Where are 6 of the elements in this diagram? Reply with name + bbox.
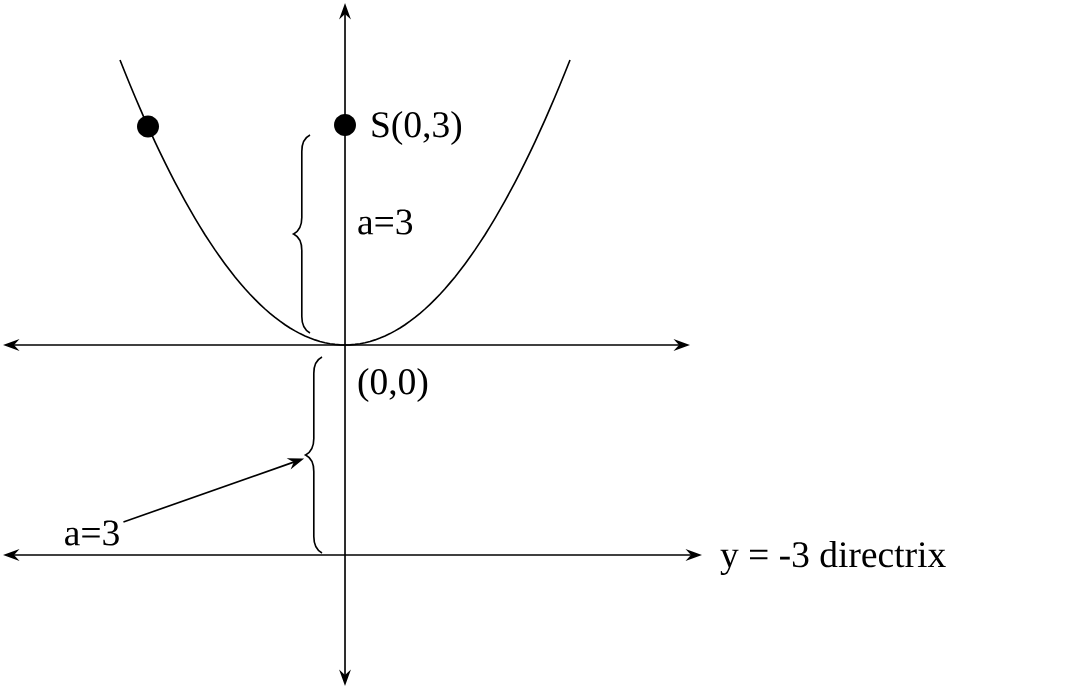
leader-label: a=3 [65, 520, 119, 546]
axis-label: a=3 [358, 209, 413, 235]
axis-label: (0,0) [358, 368, 428, 402]
axis-label: y = -3 directrix [720, 540, 946, 576]
axis-label: S(0,3) [372, 111, 462, 145]
brace [304, 356, 323, 554]
